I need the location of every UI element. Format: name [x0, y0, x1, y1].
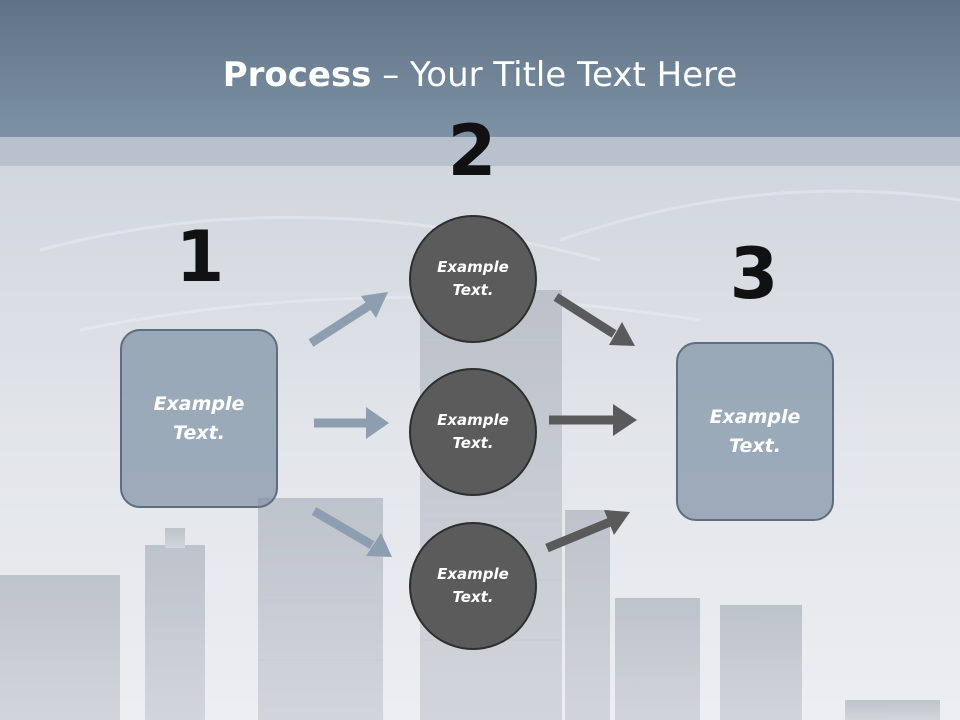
- arrow-1-to-circle-top: [308, 292, 388, 347]
- step-number-2: 2: [447, 110, 497, 192]
- arrow-1-to-circle-middle: [314, 407, 389, 439]
- arrow-circle-top-to-3: [553, 293, 635, 346]
- arrow-circle-middle-to-3: [549, 404, 637, 436]
- step-2-circle-middle: Example Text.: [409, 368, 537, 496]
- step-3-box: Example Text.: [676, 342, 834, 521]
- step-2-circle-bottom: Example Text.: [409, 522, 537, 650]
- slide-title: Process – Your Title Text Here: [0, 54, 960, 96]
- circle-middle-text: Example Text.: [437, 411, 509, 452]
- arrow-circle-bottom-to-3: [545, 510, 630, 553]
- step-2-circle-top: Example Text.: [409, 215, 537, 343]
- step-number-1: 1: [175, 216, 225, 298]
- arrow-1-to-circle-bottom: [311, 507, 392, 557]
- title-rest: – Your Title Text Here: [371, 55, 738, 95]
- step-3-text: Example Text.: [709, 405, 801, 457]
- circle-top-text: Example Text.: [437, 258, 509, 299]
- circle-bottom-text: Example Text.: [437, 565, 509, 606]
- title-strip: [0, 137, 960, 166]
- step-1-text: Example Text.: [153, 392, 245, 444]
- title-bar: [0, 0, 960, 137]
- step-number-3: 3: [729, 233, 779, 315]
- title-bold: Process: [222, 55, 372, 95]
- step-1-box: Example Text.: [120, 329, 278, 508]
